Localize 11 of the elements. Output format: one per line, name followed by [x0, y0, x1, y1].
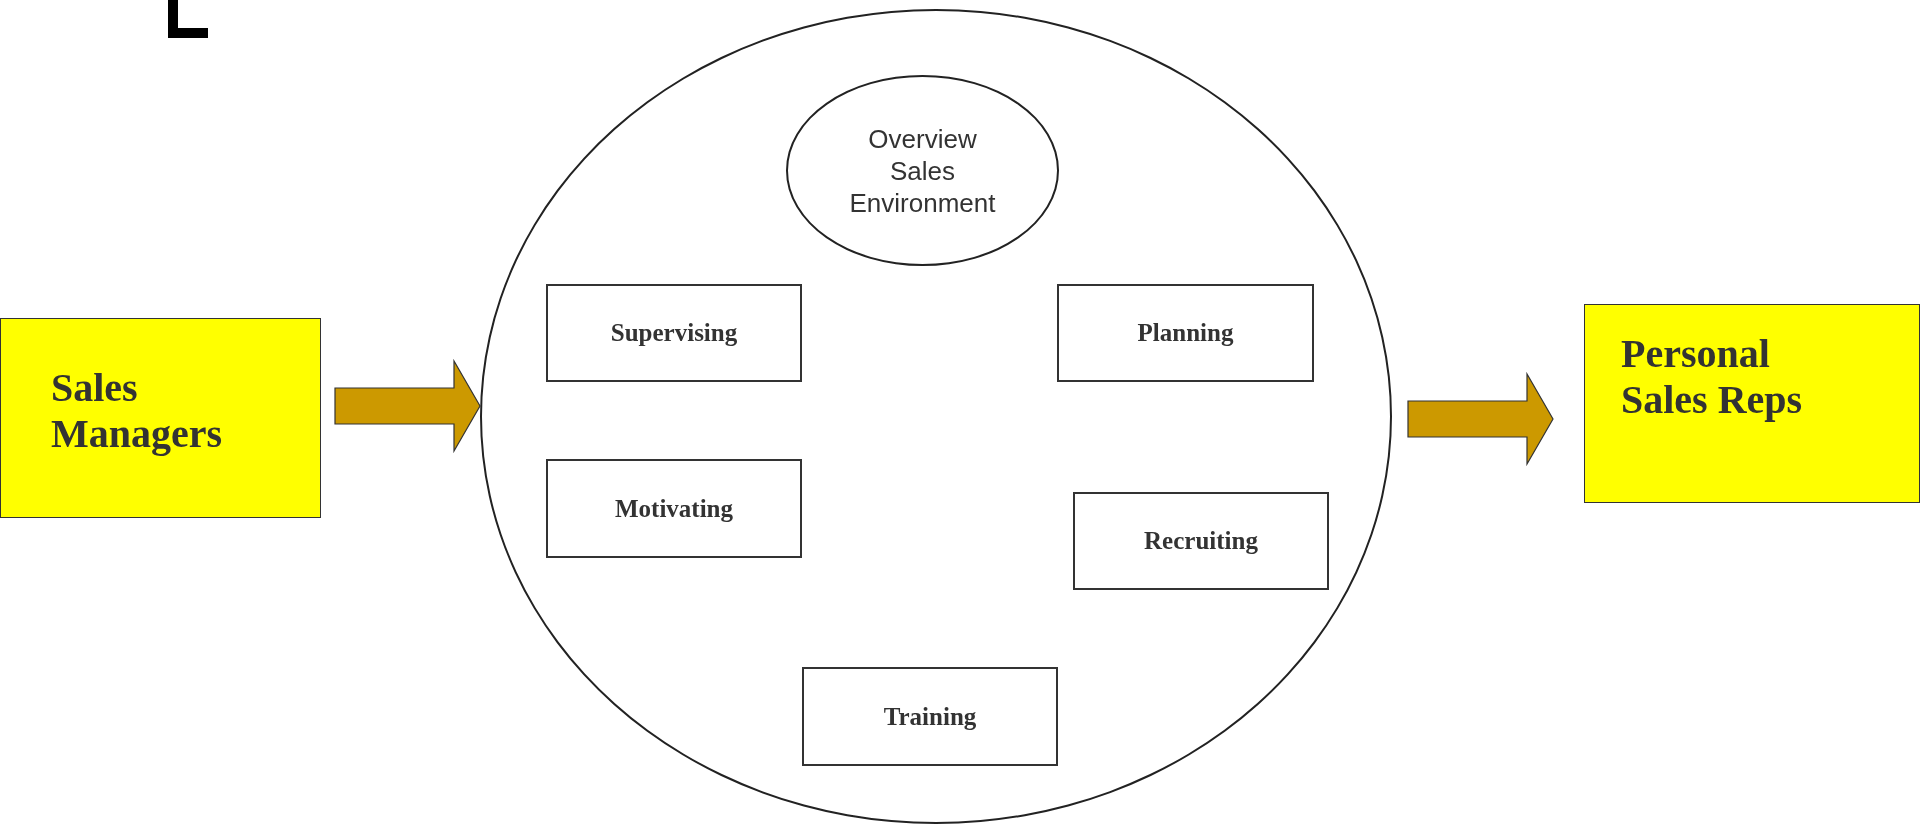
process-box: Motivating — [546, 459, 802, 558]
process-box: Supervising — [546, 284, 802, 382]
process-box: Training — [802, 667, 1058, 766]
label-box: Personal Sales Reps — [1584, 304, 1920, 503]
process-box: Planning — [1057, 284, 1314, 382]
circle-boundary — [480, 9, 1392, 824]
label-box: Sales Managers — [0, 318, 321, 518]
ellipse-node: Overview Sales Environment — [786, 75, 1059, 266]
block-arrow — [334, 358, 481, 454]
block-arrow — [1407, 371, 1554, 467]
process-box: Recruiting — [1073, 492, 1329, 590]
